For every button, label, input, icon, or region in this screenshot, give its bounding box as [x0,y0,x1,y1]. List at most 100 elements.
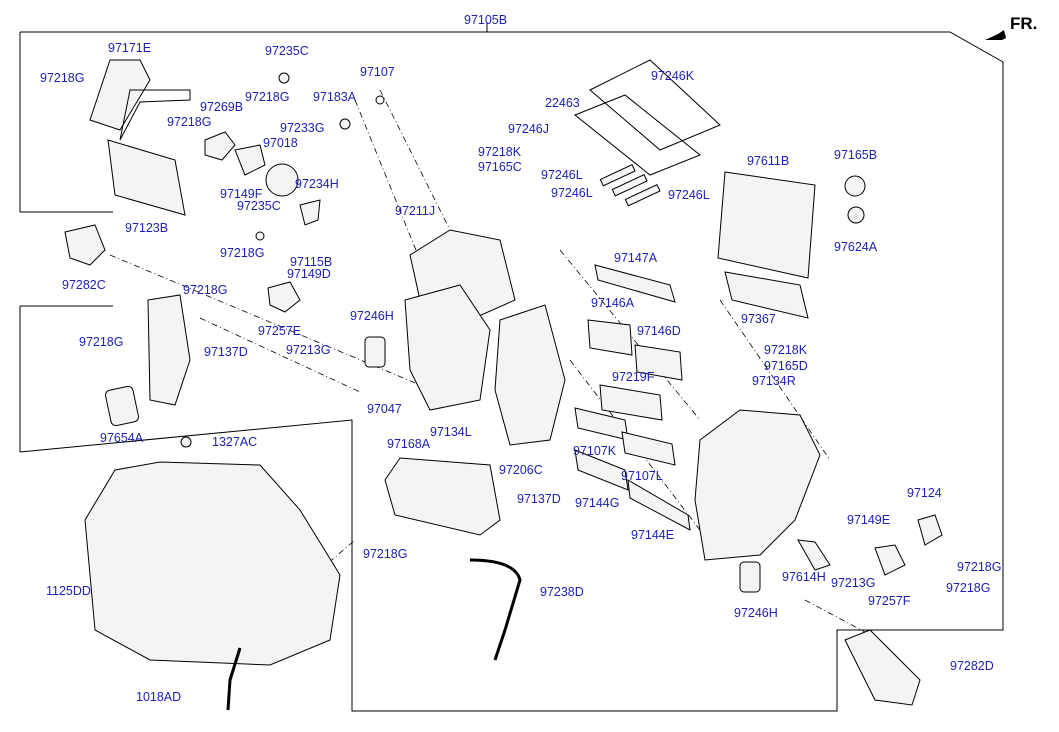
part-label[interactable]: 97233G [280,121,325,135]
part-label[interactable]: 97614H [782,570,826,584]
part-label[interactable]: 97282D [950,659,994,673]
part-label[interactable]: 97168A [387,437,431,451]
door-part [594,264,676,303]
part-label[interactable]: 97211J [395,204,436,218]
filter-frame-part [574,94,701,176]
part-label[interactable]: 97213G [286,343,331,357]
part-label[interactable]: 97134L [430,425,472,439]
part-label[interactable]: 97282C [62,278,106,292]
part-label[interactable]: 97149D [287,267,331,281]
seal-part [104,385,140,427]
part-label[interactable]: 97218G [245,90,290,104]
part-label[interactable]: 97367 [741,312,776,326]
guide-line [719,299,831,461]
part-label[interactable]: 97018 [263,136,298,150]
grommet-part [847,206,865,224]
part-label[interactable]: 1327AC [212,435,258,449]
part-label[interactable]: 97146D [637,324,681,338]
heater-core-part [107,139,186,216]
actuator-part [267,281,301,313]
part-label[interactable]: 97611B [747,154,790,168]
case-part [694,409,821,561]
part-label[interactable]: 97137D [517,492,561,506]
part-label[interactable]: 97218K [764,343,808,357]
part-label[interactable]: 97238D [540,585,584,599]
door-part [599,384,663,421]
part-label[interactable]: 97165D [764,359,808,373]
part-label[interactable]: 97218K [478,145,522,159]
strip-part [624,184,661,207]
part-label[interactable]: 97269B [200,100,244,114]
strip-part [611,174,648,197]
part-label[interactable]: 1018AD [136,690,182,704]
part-label[interactable]: 97218G [946,581,991,595]
guide-line [559,249,701,421]
strip-part [599,164,636,187]
part-label[interactable]: 97218G [220,246,265,260]
part-label[interactable]: 97235C [265,44,309,58]
part-label[interactable]: 97124 [907,486,942,500]
part-label[interactable]: 97246L [541,168,583,182]
part-label[interactable]: 97149F [220,187,263,201]
part-label[interactable]: 97107K [573,444,617,458]
part-label[interactable]: 97107 [360,65,395,79]
part-label[interactable]: 97218G [363,547,408,561]
part-label[interactable]: 97246H [350,309,394,323]
part-label[interactable]: 22463 [545,96,580,110]
part-label[interactable]: 97144E [631,528,675,542]
part-label[interactable]: 97105B [464,13,508,27]
part-label[interactable]: 97257F [868,594,911,608]
fastener-part [278,72,290,84]
part-label[interactable]: 97171E [108,41,152,55]
door-part [627,479,691,531]
part-label[interactable]: 97165C [478,160,522,174]
part-label[interactable]: 97246J [508,122,550,136]
part-label[interactable]: 97624A [834,240,878,254]
part-label[interactable]: 97218G [40,71,85,85]
lever-part [234,144,266,176]
part-label[interactable]: 97149E [847,513,891,527]
drain-hose-part [226,647,242,711]
part-label[interactable]: 97144G [575,496,620,510]
actuator-part [204,131,236,161]
part-label[interactable]: 97146A [591,296,635,310]
part-label[interactable]: 97654A [100,431,144,445]
part-label[interactable]: 97218G [79,335,124,349]
front-direction-arrow-icon [985,30,1006,40]
grommet-part [844,175,866,197]
part-label[interactable]: 97115B [290,255,333,269]
part-label[interactable]: 97246L [668,188,710,202]
seal-part [364,336,386,368]
part-label[interactable]: 97234H [295,177,339,191]
part-label[interactable]: 97137D [204,345,248,359]
guide-line [379,89,456,241]
part-label[interactable]: 97206C [499,463,543,477]
seal-part [739,561,761,593]
part-label[interactable]: 1125DD [46,584,91,598]
part-label[interactable]: 97235C [237,199,281,213]
part-label[interactable]: 97218G [183,283,228,297]
part-label[interactable]: 97218G [167,115,212,129]
case-part [494,304,566,446]
heater-pipe-part [119,89,191,141]
part-label[interactable]: 97219F [612,370,655,384]
part-label[interactable]: 97246K [651,69,695,83]
door-part [634,344,683,381]
part-label[interactable]: 97246H [734,606,778,620]
part-label[interactable]: 97213G [831,576,876,590]
part-label[interactable]: 97047 [367,402,402,416]
part-label[interactable]: 97134R [752,374,796,388]
duct-part [147,294,191,406]
part-label[interactable]: 97147A [614,251,658,265]
part-label[interactable]: 97123B [125,221,169,235]
part-label[interactable]: 97246L [551,186,593,200]
fastener-part [339,118,351,130]
part-label[interactable]: 97218G [957,560,1002,574]
part-label[interactable]: 97107L [621,469,663,483]
part-label[interactable]: 97183A [313,90,357,104]
bracket-part [724,271,809,319]
part-label[interactable]: 97165B [834,148,878,162]
part-label[interactable]: 97257E [258,324,302,338]
guide-line [199,317,361,393]
